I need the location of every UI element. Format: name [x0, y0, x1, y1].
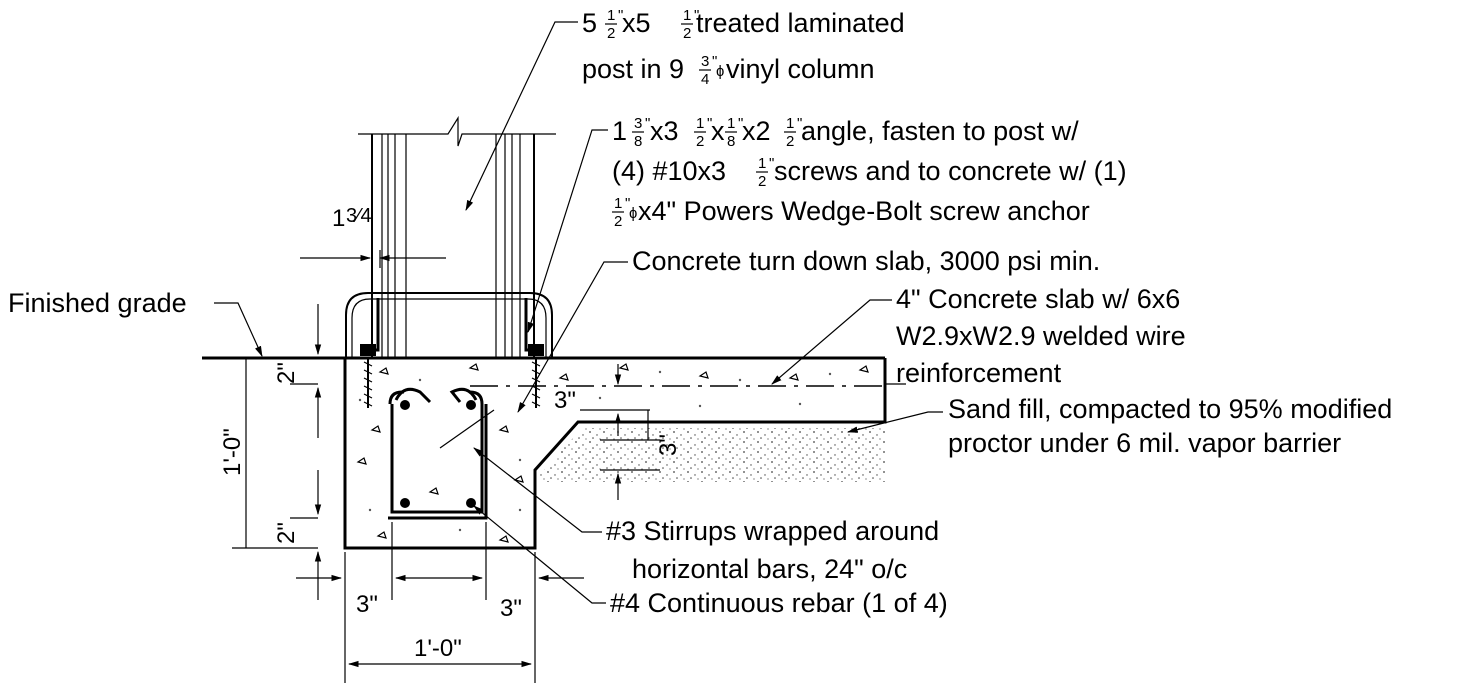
post-column: [345, 115, 556, 358]
dim-one-three-quarter-frac: 3⁄4: [346, 205, 372, 227]
dim-top-cover: 2": [273, 362, 300, 384]
svg-text:": ": [712, 53, 717, 70]
svg-text:1: 1: [607, 7, 615, 24]
rebar-top-left: [400, 400, 410, 410]
dim-width: 1'-0": [414, 635, 462, 662]
svg-text:": ": [645, 115, 650, 132]
svg-text:x2: x2: [742, 116, 771, 146]
svg-text:vinyl column: vinyl column: [726, 54, 875, 84]
svg-text:": ": [738, 115, 743, 132]
leaders: [214, 21, 943, 604]
dim-depth: 1'-0": [219, 428, 246, 476]
angle-left: [360, 298, 380, 408]
svg-text:8: 8: [634, 133, 642, 150]
rebar-note: #4 Continuous rebar (1 of 4): [610, 588, 948, 618]
svg-text:3: 3: [701, 53, 709, 70]
svg-text:": ": [797, 115, 802, 132]
svg-text:1: 1: [727, 115, 735, 132]
rebar-top-right: [466, 400, 476, 410]
svg-text:1: 1: [683, 7, 691, 24]
svg-text:1: 1: [612, 116, 627, 146]
dimension-lines: [232, 250, 660, 683]
svg-text:post in 9: post in 9: [582, 54, 684, 84]
stirrup: [388, 387, 488, 520]
svg-text:": ": [618, 7, 623, 24]
svg-text:": ": [694, 7, 699, 24]
rebar-dots: [400, 400, 476, 508]
svg-text:ɸ: ɸ: [629, 205, 637, 222]
slab-note: 4" Concrete slab w/ 6x6 W2.9xW2.9 welded…: [896, 284, 1186, 388]
svg-text:1: 1: [758, 155, 766, 172]
concrete-section: [202, 356, 887, 550]
dim-slab-drop: 3": [554, 387, 576, 414]
dim-side-right: 3": [500, 595, 522, 622]
finished-grade-label: Finished grade: [8, 288, 187, 318]
svg-text:W2.9xW2.9 welded wire: W2.9xW2.9 welded wire: [896, 321, 1186, 351]
svg-text:(4) #10x3: (4) #10x3: [612, 156, 726, 186]
rebar-bottom-left: [400, 498, 410, 508]
svg-text:4" Concrete slab w/ 6x6: 4" Concrete slab w/ 6x6: [896, 284, 1180, 314]
svg-text:2: 2: [614, 213, 622, 230]
svg-text:treated laminated: treated laminated: [696, 8, 905, 38]
dim-one-three-quarter-whole: 1: [332, 205, 345, 232]
svg-text:": ": [707, 115, 712, 132]
svg-text:Sand fill, compacted to 95% mo: Sand fill, compacted to 95% modified: [948, 394, 1392, 424]
svg-text:horizontal bars, 24" o/c: horizontal bars, 24" o/c: [632, 554, 907, 584]
dim-side-left: 3": [356, 591, 378, 618]
svg-text:2: 2: [607, 25, 615, 42]
svg-text:3: 3: [634, 115, 642, 132]
svg-text:proctor under 6 mil. vapor bar: proctor under 6 mil. vapor barrier: [948, 428, 1341, 458]
svg-text:": ": [769, 155, 774, 172]
svg-text:2: 2: [696, 133, 704, 150]
turndown-note: Concrete turn down slab, 3000 psi min.: [632, 246, 1100, 276]
svg-text:reinforcement: reinforcement: [896, 358, 1062, 388]
svg-text:screws and to concrete w/ (1): screws and to concrete w/ (1): [774, 156, 1127, 186]
dimension-text: 1 3⁄4 2" 1'-0" 2" 3" 3" 1'-0" 3" 3": [219, 205, 682, 662]
svg-text:2: 2: [758, 173, 766, 190]
stirrup-note: #3 Stirrups wrapped around horizontal ba…: [606, 516, 939, 584]
svg-text:4: 4: [701, 71, 709, 88]
svg-text:1: 1: [696, 115, 704, 132]
svg-text:x3: x3: [650, 116, 679, 146]
svg-text:#3 Stirrups wrapped around: #3 Stirrups wrapped around: [606, 516, 939, 546]
svg-text:8: 8: [727, 133, 735, 150]
svg-text:1: 1: [614, 195, 622, 212]
svg-text:x4" Powers Wedge-Bolt screw an: x4" Powers Wedge-Bolt screw anchor: [638, 196, 1090, 226]
svg-text:1: 1: [786, 115, 794, 132]
svg-text:": ": [625, 195, 630, 212]
angle-note: 1 3 8 " x3 1 2 " x 1 8 " x2 1 2 " angle,…: [612, 115, 1127, 230]
svg-text:x: x: [711, 116, 725, 146]
aggregate-marks: [356, 363, 869, 543]
svg-text:x5: x5: [622, 8, 651, 38]
svg-text:2: 2: [786, 133, 794, 150]
post-note: 5 1 2 " x5 1 2 " treated laminated post …: [582, 7, 905, 88]
sand-note: Sand fill, compacted to 95% modified pro…: [948, 394, 1392, 458]
svg-text:2: 2: [683, 25, 691, 42]
dim-bottom-cover: 2": [273, 522, 300, 544]
svg-text:5: 5: [582, 8, 597, 38]
dim-sand-depth: 3": [655, 434, 682, 456]
svg-text:ɸ: ɸ: [716, 63, 724, 80]
sand-fill: [540, 428, 885, 482]
svg-text:angle, fasten to post w/: angle, fasten to post w/: [801, 116, 1079, 146]
